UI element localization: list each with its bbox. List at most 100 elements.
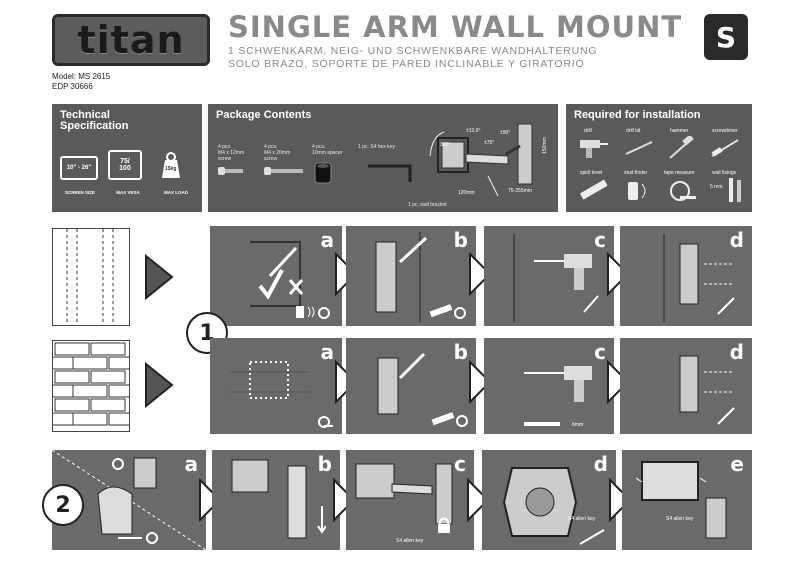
allen-key-label: S4 allen key — [568, 516, 596, 522]
hammer-icon — [666, 136, 696, 160]
step-letter: c — [454, 452, 466, 476]
stud-wall-icon — [52, 228, 130, 326]
step-letter: d — [729, 340, 744, 364]
step-letter: a — [320, 228, 335, 252]
package-title: Package Contents — [216, 109, 312, 121]
screen-size-label: SCREEN SIZE — [64, 190, 95, 195]
size-badge: S — [704, 14, 748, 60]
screw-20-icon — [264, 166, 304, 176]
vesa-spec: 75/ 100 MAX VESA — [108, 150, 148, 195]
stud-finder-icon — [294, 304, 330, 320]
step-letter: c — [594, 340, 606, 364]
brick-wall-icon — [52, 340, 130, 432]
step-1b-brick-panel: b — [346, 338, 476, 434]
step-1c-panel: c — [484, 226, 614, 326]
model-number: Model: MS 2615 — [52, 72, 111, 81]
step-1d-panel: d — [620, 226, 752, 326]
step-letter: b — [317, 452, 332, 476]
wall-fixings-icon — [726, 176, 746, 206]
step-2b-panel: b — [212, 450, 340, 550]
screwdriver-icon — [578, 526, 608, 546]
max-load-label: MAX LOAD — [164, 190, 188, 195]
step-letter: d — [729, 228, 744, 252]
page-title: SINGLE ARM WALL MOUNT — [228, 10, 683, 44]
lock-icon — [436, 516, 452, 534]
step-letter: c — [594, 228, 606, 252]
step-1c-brick-panel: c 6mm — [484, 338, 614, 434]
step-number-2: 2 — [42, 484, 84, 526]
tool-label-stud-finder: stud finder — [624, 170, 648, 176]
vesa-label: MAX VESA — [116, 190, 140, 195]
tape-measure-icon — [316, 414, 334, 430]
allen-key-label: S4 allen key — [396, 538, 424, 544]
titan-logo: titan — [52, 14, 210, 66]
arrow-right-icon — [608, 478, 632, 522]
wall-fixing-size: 5 mm — [710, 184, 723, 190]
step-letter: a — [320, 340, 335, 364]
pivot-angle-label: ±75° — [484, 140, 495, 146]
arrow-right-icon — [468, 252, 492, 296]
arrow-right-icon — [198, 478, 222, 522]
step-letter: b — [453, 340, 468, 364]
drill-icon — [576, 136, 610, 160]
step-2e-panel: e S4 allen key — [622, 450, 752, 550]
package-contents-panel: Package Contents 4 pcs. M4 x 12mm screw … — [208, 104, 558, 212]
mount-assembly-icon — [428, 116, 553, 206]
arm-dimension: 75-255mm — [508, 188, 532, 194]
arrow-right-icon — [144, 254, 174, 300]
arrow-right-icon — [332, 478, 356, 522]
package-item-spacer: 4 pcs. 10mm spacer — [312, 144, 343, 156]
tool-label-hammer: hammer — [670, 128, 689, 134]
tilt-angle-label: ±13.6° — [466, 128, 481, 134]
subtitle-german: 1 SCHWENKARM, NEIG- UND SCHWENKBARE WAND… — [228, 45, 598, 57]
spacer-icon — [314, 162, 332, 184]
required-tools-panel: Required for installation drill drill bi… — [566, 104, 752, 212]
spirit-level-icon — [578, 178, 610, 202]
step-letter: e — [730, 452, 744, 476]
tool-label-drill-bit: drill bit — [626, 128, 641, 134]
rotation-angle-label: 360° — [440, 142, 451, 148]
swivel-angle-label: ±90° — [500, 130, 511, 136]
plate-dimension: 120mm — [458, 190, 475, 196]
tool-label-screwdriver: screwdriver — [712, 128, 738, 134]
spirit-level-icon — [430, 412, 470, 428]
max-load-value: 15kg — [165, 166, 177, 172]
step-letter: b — [453, 228, 468, 252]
package-item-wall-bracket: 1 pc. wall bracket — [408, 202, 447, 208]
step-2c-panel: c S4 allen key — [346, 450, 474, 550]
tech-spec-panel: Technical Specification 10" - 26" SCREEN… — [52, 104, 202, 212]
screw-12-icon — [218, 166, 244, 176]
arrow-right-icon — [606, 360, 630, 404]
step-letter: d — [593, 452, 608, 476]
step-2d-panel: d S4 allen key — [482, 450, 616, 550]
height-dimension: 150mm — [542, 137, 548, 154]
step-letter: a — [184, 452, 199, 476]
max-load-spec: 15kg MAX LOAD — [156, 150, 196, 195]
spirit-level-icon — [428, 304, 468, 320]
tape-measure-icon — [668, 178, 698, 204]
tool-label-tape-measure: tape measure — [664, 170, 695, 176]
screwdriver-icon — [710, 138, 740, 158]
package-item-screw-20: 4 pcs. M4 x 20mm screw — [264, 144, 291, 162]
weight-icon — [156, 150, 186, 180]
tool-label-drill: drill — [584, 128, 592, 134]
stud-finder-icon — [626, 178, 652, 204]
required-title: Required for installation — [574, 109, 701, 121]
arrow-right-icon — [466, 478, 490, 522]
hex-key-icon — [366, 160, 416, 184]
tool-label-wall-fixings: wall fixings — [712, 170, 737, 176]
vesa-value: 75/ 100 — [108, 150, 142, 180]
step-1a-panel: a — [210, 226, 342, 326]
tool-label-spirit-level: spirit level — [580, 170, 603, 176]
drill-size-label: 6mm — [572, 422, 584, 428]
screen-size-value: 10" - 26" — [60, 156, 98, 180]
package-item-screw-12: 4 pcs. M4 x 12mm screw — [218, 144, 245, 162]
allen-key-label: S4 allen key — [666, 516, 694, 522]
arrow-right-icon — [144, 362, 174, 408]
step-1b-panel: b — [346, 226, 476, 326]
tech-spec-title: Technical Specification — [60, 109, 129, 132]
drill-bit-icon — [624, 140, 654, 156]
edp-number: EDP 30666 — [52, 82, 93, 91]
subtitle-spanish: SOLO BRAZO, SOPORTE DE PARED INCLINABLE … — [228, 58, 585, 70]
step-1a-brick-panel: a — [210, 338, 342, 434]
